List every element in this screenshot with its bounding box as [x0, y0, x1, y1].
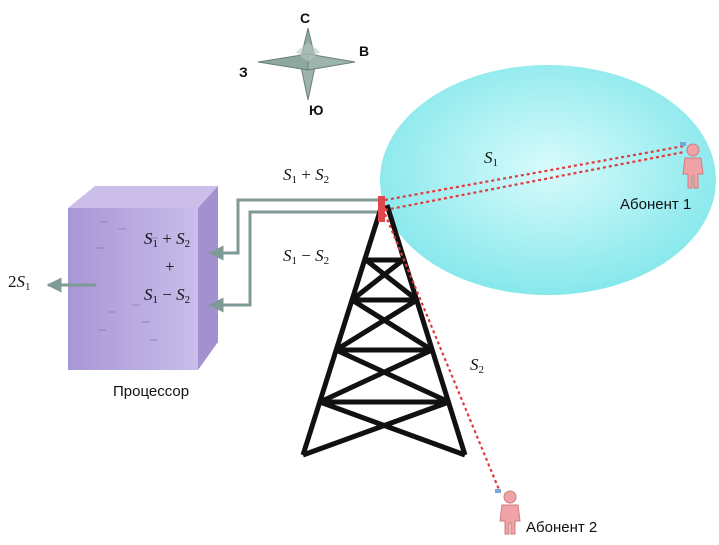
processor-formula-plus: + — [165, 257, 175, 276]
processor-formula-bottom: S1 − S2 — [144, 285, 191, 306]
processor-formula-top: S1 + S2 — [144, 229, 191, 250]
signal-arrows — [46, 198, 382, 313]
subscriber-2-icon — [495, 489, 521, 535]
diff-signal-label: S1 − S2 — [283, 246, 330, 267]
compass-icon — [257, 27, 356, 101]
subscriber-2-label: Абонент 2 — [526, 519, 598, 536]
sum-signal-label: S1 + S2 — [283, 165, 330, 186]
compass-south-label: Ю — [309, 102, 324, 118]
subscriber-1-icon — [680, 142, 704, 189]
diff-signal-arrow — [208, 210, 382, 313]
antenna-beam — [380, 65, 716, 295]
compass-west-label: З — [239, 64, 248, 80]
radio-links — [383, 144, 685, 493]
processor-label: Процессор — [113, 383, 190, 400]
s1-label: S1 — [484, 148, 498, 169]
subscriber-1-label: Абонент 1 — [620, 196, 692, 213]
compass-north-label: С — [300, 10, 311, 26]
antenna-panel — [378, 196, 385, 222]
compass-east-label: В — [359, 43, 370, 59]
s2-label: S2 — [470, 355, 484, 376]
processor-cabinet — [68, 186, 218, 370]
antenna-tower — [300, 204, 468, 458]
sum-signal-arrow — [208, 198, 382, 261]
output-label: 2S1 — [8, 272, 31, 293]
